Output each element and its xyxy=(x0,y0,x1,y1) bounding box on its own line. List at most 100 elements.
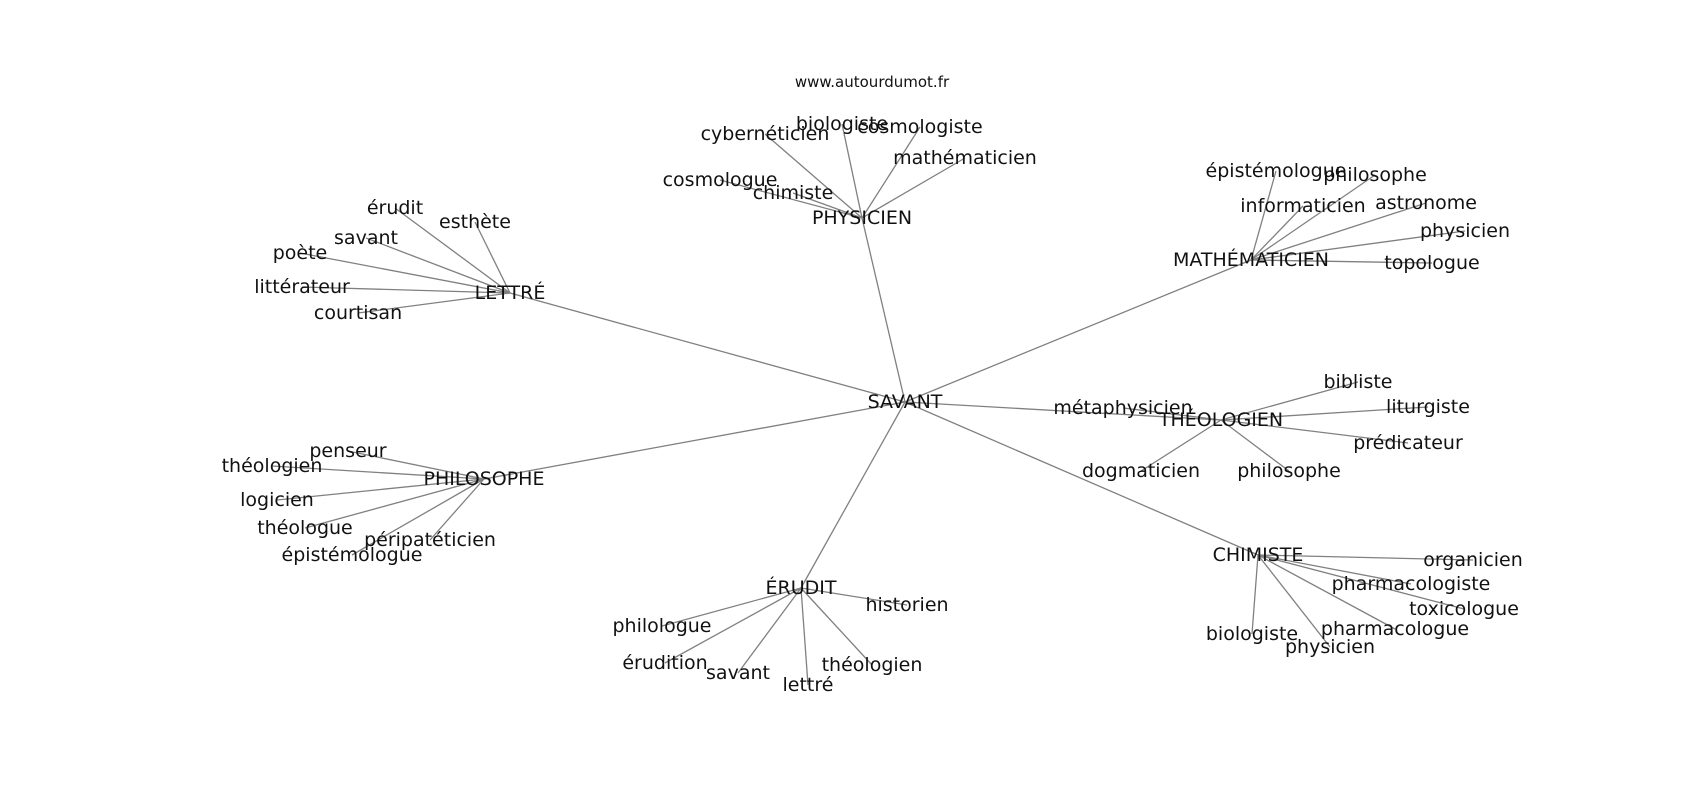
edge-layer xyxy=(271,123,1474,686)
edge-center-theologien xyxy=(904,401,1222,421)
leaf-node[interactable]: théologien xyxy=(822,654,923,676)
edge-lettre-leaf xyxy=(301,286,511,294)
leaf-node[interactable]: savant xyxy=(334,227,398,249)
leaf-node[interactable]: chimiste xyxy=(753,182,834,204)
edge-philosophe-leaf xyxy=(304,478,485,529)
edge-chimiste-leaf xyxy=(1257,554,1331,648)
leaf-node[interactable]: littérateur xyxy=(254,276,350,298)
leaf-node[interactable]: érudition xyxy=(622,652,707,674)
leaf-node[interactable]: péripatéticien xyxy=(364,529,496,551)
leaf-node[interactable]: astronome xyxy=(1375,192,1477,214)
edge-philosophe-leaf xyxy=(276,478,485,501)
leaf-node[interactable]: philologue xyxy=(613,615,712,637)
leaf-node[interactable]: prédicateur xyxy=(1353,432,1463,454)
edge-chimiste-leaf xyxy=(1257,554,1465,610)
leaf-node[interactable]: toxicologue xyxy=(1409,598,1519,620)
center-node[interactable]: SAVANT xyxy=(868,391,943,413)
edge-mathematicien-leaf xyxy=(1250,230,1466,261)
leaf-node[interactable]: philosophe xyxy=(1323,164,1427,186)
leaf-node[interactable]: lettré xyxy=(783,674,834,696)
label-layer: SAVANTPHYSICIENbiologistecosmologistecyb… xyxy=(222,113,1523,696)
leaf-node[interactable]: logicien xyxy=(240,489,314,511)
edge-philosophe-leaf xyxy=(429,478,485,541)
hub-node-mathematicien[interactable]: MATHÉMATICIEN xyxy=(1173,248,1329,271)
leaf-node[interactable]: métaphysicien xyxy=(1053,397,1192,419)
leaf-node[interactable]: biologiste xyxy=(1206,623,1298,645)
edge-center-philosophe xyxy=(483,401,906,480)
edge-center-physicien xyxy=(861,217,906,403)
edge-erudit-leaf xyxy=(661,587,802,627)
leaf-node[interactable]: théologue xyxy=(257,517,353,539)
edge-physicien-leaf xyxy=(792,192,863,219)
edge-mathematicien-leaf xyxy=(1250,170,1277,261)
edge-chimiste-leaf xyxy=(1257,554,1412,585)
edge-chimiste-leaf xyxy=(1257,554,1396,630)
edge-center-mathematicien xyxy=(904,259,1252,403)
leaf-node[interactable]: informaticien xyxy=(1240,195,1365,217)
edge-lettre-leaf xyxy=(357,292,511,314)
hub-node-physicien[interactable]: PHYSICIEN xyxy=(812,207,912,229)
leaf-node[interactable]: épistémologue xyxy=(1206,160,1347,182)
edge-erudit-leaf xyxy=(800,587,908,606)
leaf-node[interactable]: dogmaticien xyxy=(1082,460,1200,482)
edge-theologien-leaf xyxy=(1220,419,1409,444)
hub-node-chimiste[interactable]: CHIMISTE xyxy=(1213,544,1304,566)
edge-theologien-leaf xyxy=(1122,407,1222,421)
edge-erudit-leaf xyxy=(800,587,809,686)
edge-center-erudit xyxy=(800,401,906,589)
leaf-node[interactable]: penseur xyxy=(309,440,386,462)
edge-philosophe-leaf xyxy=(347,450,485,480)
leaf-node[interactable]: pharmacologiste xyxy=(1332,573,1491,595)
edge-center-chimiste xyxy=(904,401,1259,556)
edge-chimiste-leaf xyxy=(1257,554,1474,561)
leaf-node[interactable]: savant xyxy=(706,662,770,684)
hub-node-philosophe[interactable]: PHILOSOPHE xyxy=(424,468,545,490)
edge-theologien-leaf xyxy=(1220,419,1290,472)
edge-lettre-leaf xyxy=(474,221,511,294)
leaf-node[interactable]: poète xyxy=(273,242,328,264)
edge-erudit-leaf xyxy=(737,587,802,674)
leaf-node[interactable]: topologue xyxy=(1384,252,1479,274)
leaf-node[interactable]: esthète xyxy=(439,211,511,233)
edge-lettre-leaf xyxy=(365,237,511,294)
leaf-node[interactable]: cybernéticien xyxy=(701,123,830,145)
hub-node-erudit[interactable]: ÉRUDIT xyxy=(766,576,837,599)
edge-physicien-leaf xyxy=(719,179,863,219)
leaf-node[interactable]: cosmologiste xyxy=(857,116,982,138)
leaf-node[interactable]: courtisan xyxy=(314,302,402,324)
leaf-node[interactable]: théologien xyxy=(222,455,323,477)
edge-philosophe-leaf xyxy=(271,465,485,480)
leaf-node[interactable]: biologiste xyxy=(796,113,888,135)
leaf-node[interactable]: pharmacologue xyxy=(1321,618,1469,640)
leaf-node[interactable]: liturgiste xyxy=(1386,396,1470,418)
edge-lettre-leaf xyxy=(394,207,511,294)
edge-erudit-leaf xyxy=(800,587,873,666)
leaf-node[interactable]: cosmologue xyxy=(663,169,778,191)
leaf-node[interactable]: érudit xyxy=(367,197,423,219)
edge-chimiste-leaf xyxy=(1251,554,1259,635)
edge-mathematicien-leaf xyxy=(1250,202,1427,261)
edge-theologien-leaf xyxy=(1220,381,1359,421)
edge-theologien-leaf xyxy=(1140,419,1222,472)
edge-philosophe-leaf xyxy=(351,478,485,556)
edge-mathematicien-leaf xyxy=(1250,174,1376,261)
edge-mathematicien-leaf xyxy=(1250,205,1304,261)
edge-physicien-leaf xyxy=(841,123,863,219)
leaf-node[interactable]: mathématicien xyxy=(893,147,1037,169)
leaf-node[interactable]: bibliste xyxy=(1324,371,1393,393)
edge-erudit-leaf xyxy=(664,587,802,664)
leaf-node[interactable]: philosophe xyxy=(1237,460,1341,482)
leaf-node[interactable]: épistémologue xyxy=(282,544,423,566)
edge-mathematicien-leaf xyxy=(1250,259,1433,264)
edge-lettre-leaf xyxy=(299,252,511,294)
leaf-node[interactable]: physicien xyxy=(1285,636,1375,658)
hub-node-theologien[interactable]: THÉOLOGIEN xyxy=(1158,408,1283,431)
edge-physicien-leaf xyxy=(861,126,921,219)
leaf-node[interactable]: physicien xyxy=(1420,220,1510,242)
edge-center-lettre xyxy=(509,292,906,403)
hub-node-lettre[interactable]: LETTRÉ xyxy=(475,281,546,304)
edge-theologien-leaf xyxy=(1220,406,1429,421)
leaf-node[interactable]: organicien xyxy=(1423,549,1523,571)
leaf-node[interactable]: historien xyxy=(865,594,948,616)
